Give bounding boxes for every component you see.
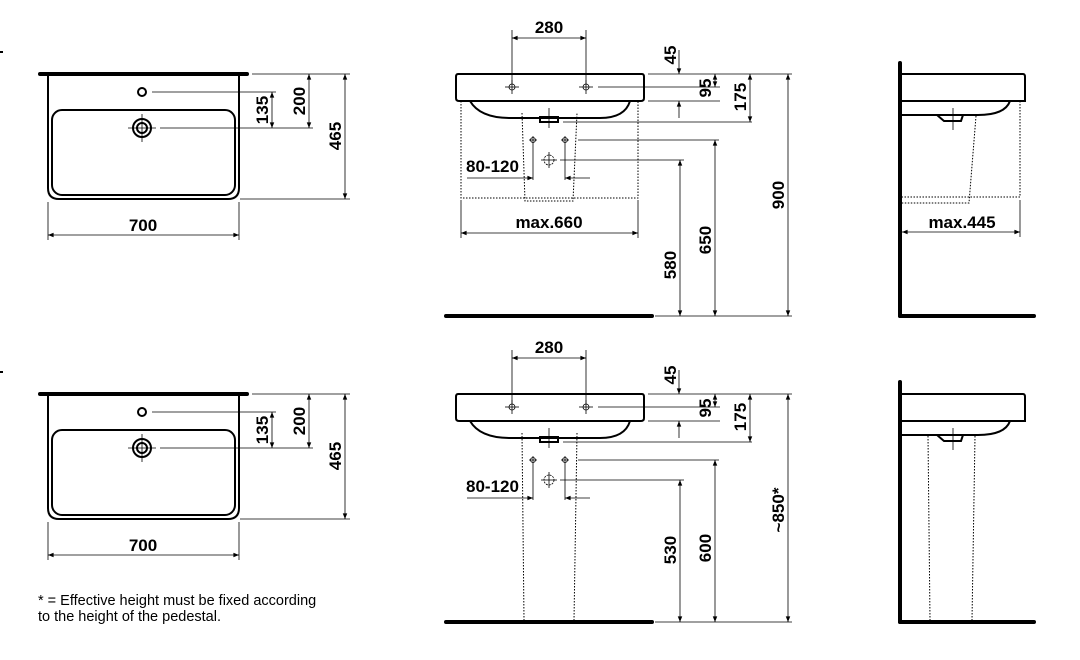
dim-supply-spacing: 80-120 — [466, 477, 519, 496]
dim-depth: 465 — [326, 122, 345, 150]
side-view-bottom — [898, 380, 1036, 624]
dim-tap-to-drain: 135 — [253, 96, 272, 124]
dim-rim-to-drain: 200 — [290, 407, 309, 435]
dim-tap-to-drain: 135 — [253, 416, 272, 444]
dim-rim-to-waste: 175 — [731, 83, 750, 111]
dim-rim-to-drain: 200 — [290, 87, 309, 115]
front-view-top: 280 45 95 175 900 650 580 80-120 max.660 — [444, 18, 792, 318]
dim-supply-spacing: 80-120 — [466, 157, 519, 176]
tap-holes — [505, 80, 593, 94]
dim-rim-to-waste: 175 — [731, 403, 750, 431]
dim-tap-spacing: 280 — [535, 18, 563, 37]
dim-width: 700 — [129, 216, 157, 235]
footnote: * = Effective height must be fixed accor… — [38, 593, 316, 625]
dim-cabinet-width: max.660 — [515, 213, 582, 232]
dim-rim-height: 900 — [769, 181, 788, 209]
dim-tap-spacing: 280 — [535, 338, 563, 357]
footnote-line-2: to the height of the pedestal. — [38, 609, 221, 625]
front-view-bottom: 280 45 95 175 80-120 ~850* 600 530 — [444, 338, 792, 624]
dim-tap-to-underside: 95 — [696, 399, 715, 418]
dim-waste-height: 580 — [661, 251, 680, 279]
tap-hole — [137, 87, 147, 97]
dim-supply-height: 650 — [696, 226, 715, 254]
dim-tap-to-underside: 95 — [696, 79, 715, 98]
dim-cabinet-depth: max.445 — [928, 213, 995, 232]
dim-rim-to-tap: 45 — [661, 366, 680, 385]
dim-rim-to-tap: 45 — [661, 46, 680, 65]
plan-view-bottom: 700 135 200 465 — [38, 392, 350, 560]
dim-waste-height: 530 — [661, 536, 680, 564]
side-view-top: max.445 — [898, 61, 1036, 318]
dim-rim-height: ~850* — [769, 487, 788, 532]
margin-mark — [0, 51, 3, 53]
dim-depth: 465 — [326, 442, 345, 470]
dim-supply-height: 600 — [696, 534, 715, 562]
plan-view-top: 700 135 200 465 — [38, 72, 350, 240]
footnote-line-1: * = Effective height must be fixed accor… — [38, 593, 317, 609]
dim-width: 700 — [129, 536, 157, 555]
margin-mark — [0, 371, 3, 373]
